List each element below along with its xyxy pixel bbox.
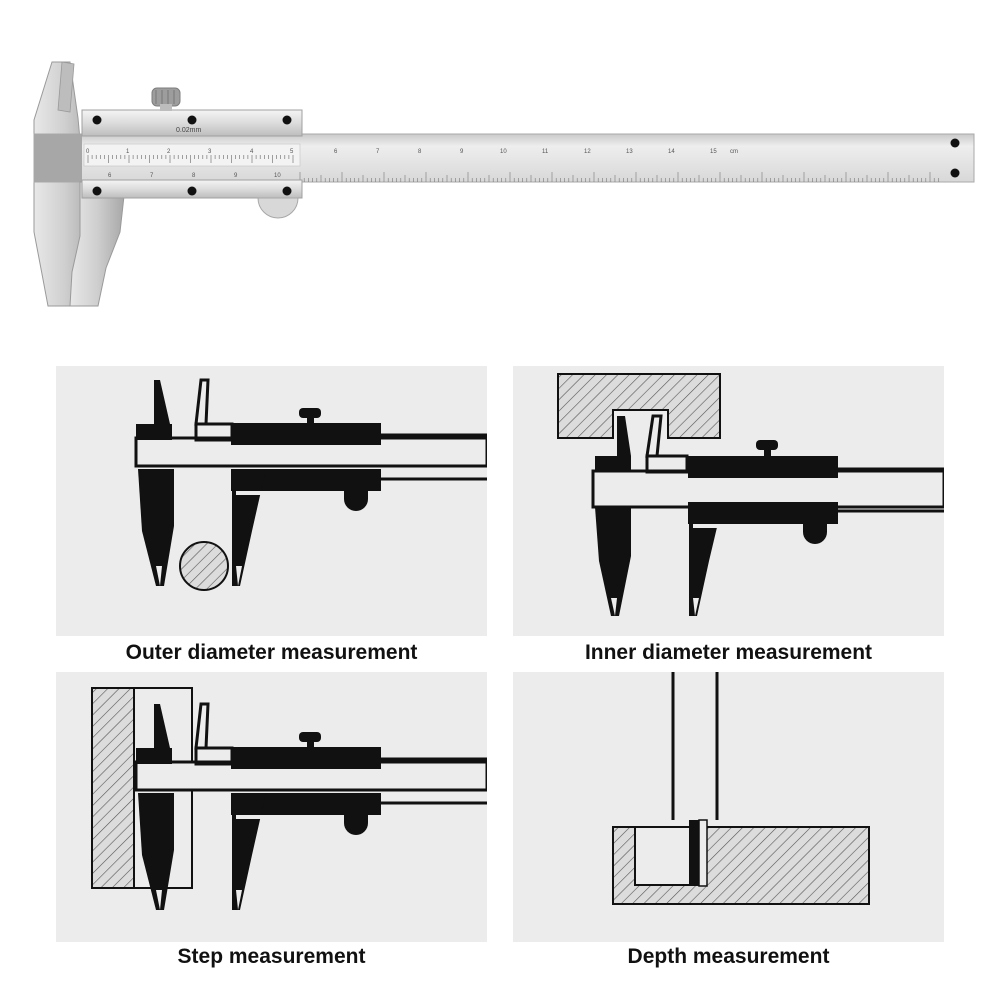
- main-scale-numbers: 6 7 8 9 10 11 12 13 14 15 cm: [334, 149, 738, 155]
- caption-outer-diameter: Outer diameter measurement: [125, 641, 418, 664]
- unit-label: cm: [730, 149, 738, 155]
- slider-screw: [282, 115, 292, 125]
- slider-screw: [187, 186, 197, 196]
- vernier-precision-label: 0.02mm: [176, 127, 201, 134]
- caption-inner-diameter: Inner diameter measurement: [584, 641, 873, 664]
- main-scale-number: 15: [710, 149, 717, 155]
- panel-inner-diameter: [513, 366, 944, 636]
- main-scale-number: 11: [542, 149, 549, 155]
- vernier-caliper-illustration: 6 7 8 9 10 11 12 13 14 15 cm 0.02mm: [33, 61, 975, 307]
- caption-step: Step measurement: [177, 945, 366, 968]
- panel-depth: [513, 672, 944, 942]
- step-diagram: [91, 687, 487, 910]
- main-scale-number: 13: [626, 149, 633, 155]
- vernier-number: 7: [150, 173, 154, 179]
- main-scale-number: 10: [500, 149, 507, 155]
- vernier-number: 6: [108, 173, 112, 179]
- main-scale-number: 12: [584, 149, 591, 155]
- main-scale-number: 6: [334, 149, 338, 155]
- vernier-number: 10: [274, 173, 281, 179]
- thumb-wheel: [257, 197, 299, 219]
- vernier-scale-numbers: 0 1 2 3 4 5 6 7 8 9 10: [86, 149, 294, 179]
- caption-depth: Depth measurement: [627, 945, 830, 968]
- vernier-number: 5: [290, 149, 294, 155]
- panel-step: [56, 672, 487, 942]
- main-scale-number: 7: [376, 149, 380, 155]
- depth-diagram: [612, 672, 870, 905]
- vernier-number: 0: [86, 149, 90, 155]
- panel-outer-diameter: [56, 366, 487, 636]
- vernier-number: 3: [208, 149, 212, 155]
- slider-screw: [282, 186, 292, 196]
- fixed-inner-jaw: [57, 61, 75, 113]
- main-scale-number: 9: [460, 149, 464, 155]
- slider-screw: [187, 115, 197, 125]
- main-scale-number: 14: [668, 149, 675, 155]
- vernier-scale: [87, 155, 294, 163]
- slider-screw: [92, 186, 102, 196]
- vernier-number: 1: [126, 149, 130, 155]
- beam-screw-bottom: [950, 168, 960, 178]
- vernier-number: 9: [234, 173, 238, 179]
- vernier-number: 2: [167, 149, 171, 155]
- beam-screw-top: [950, 138, 960, 148]
- outer-diameter-diagram: [134, 378, 487, 591]
- vernier-number: 8: [192, 173, 196, 179]
- main-scale: [299, 172, 939, 182]
- vernier-number: 4: [250, 149, 254, 155]
- main-scale-number: 8: [418, 149, 422, 155]
- inner-diameter-diagram: [557, 373, 944, 616]
- slider-screw: [92, 115, 102, 125]
- vernier-window: [83, 143, 301, 167]
